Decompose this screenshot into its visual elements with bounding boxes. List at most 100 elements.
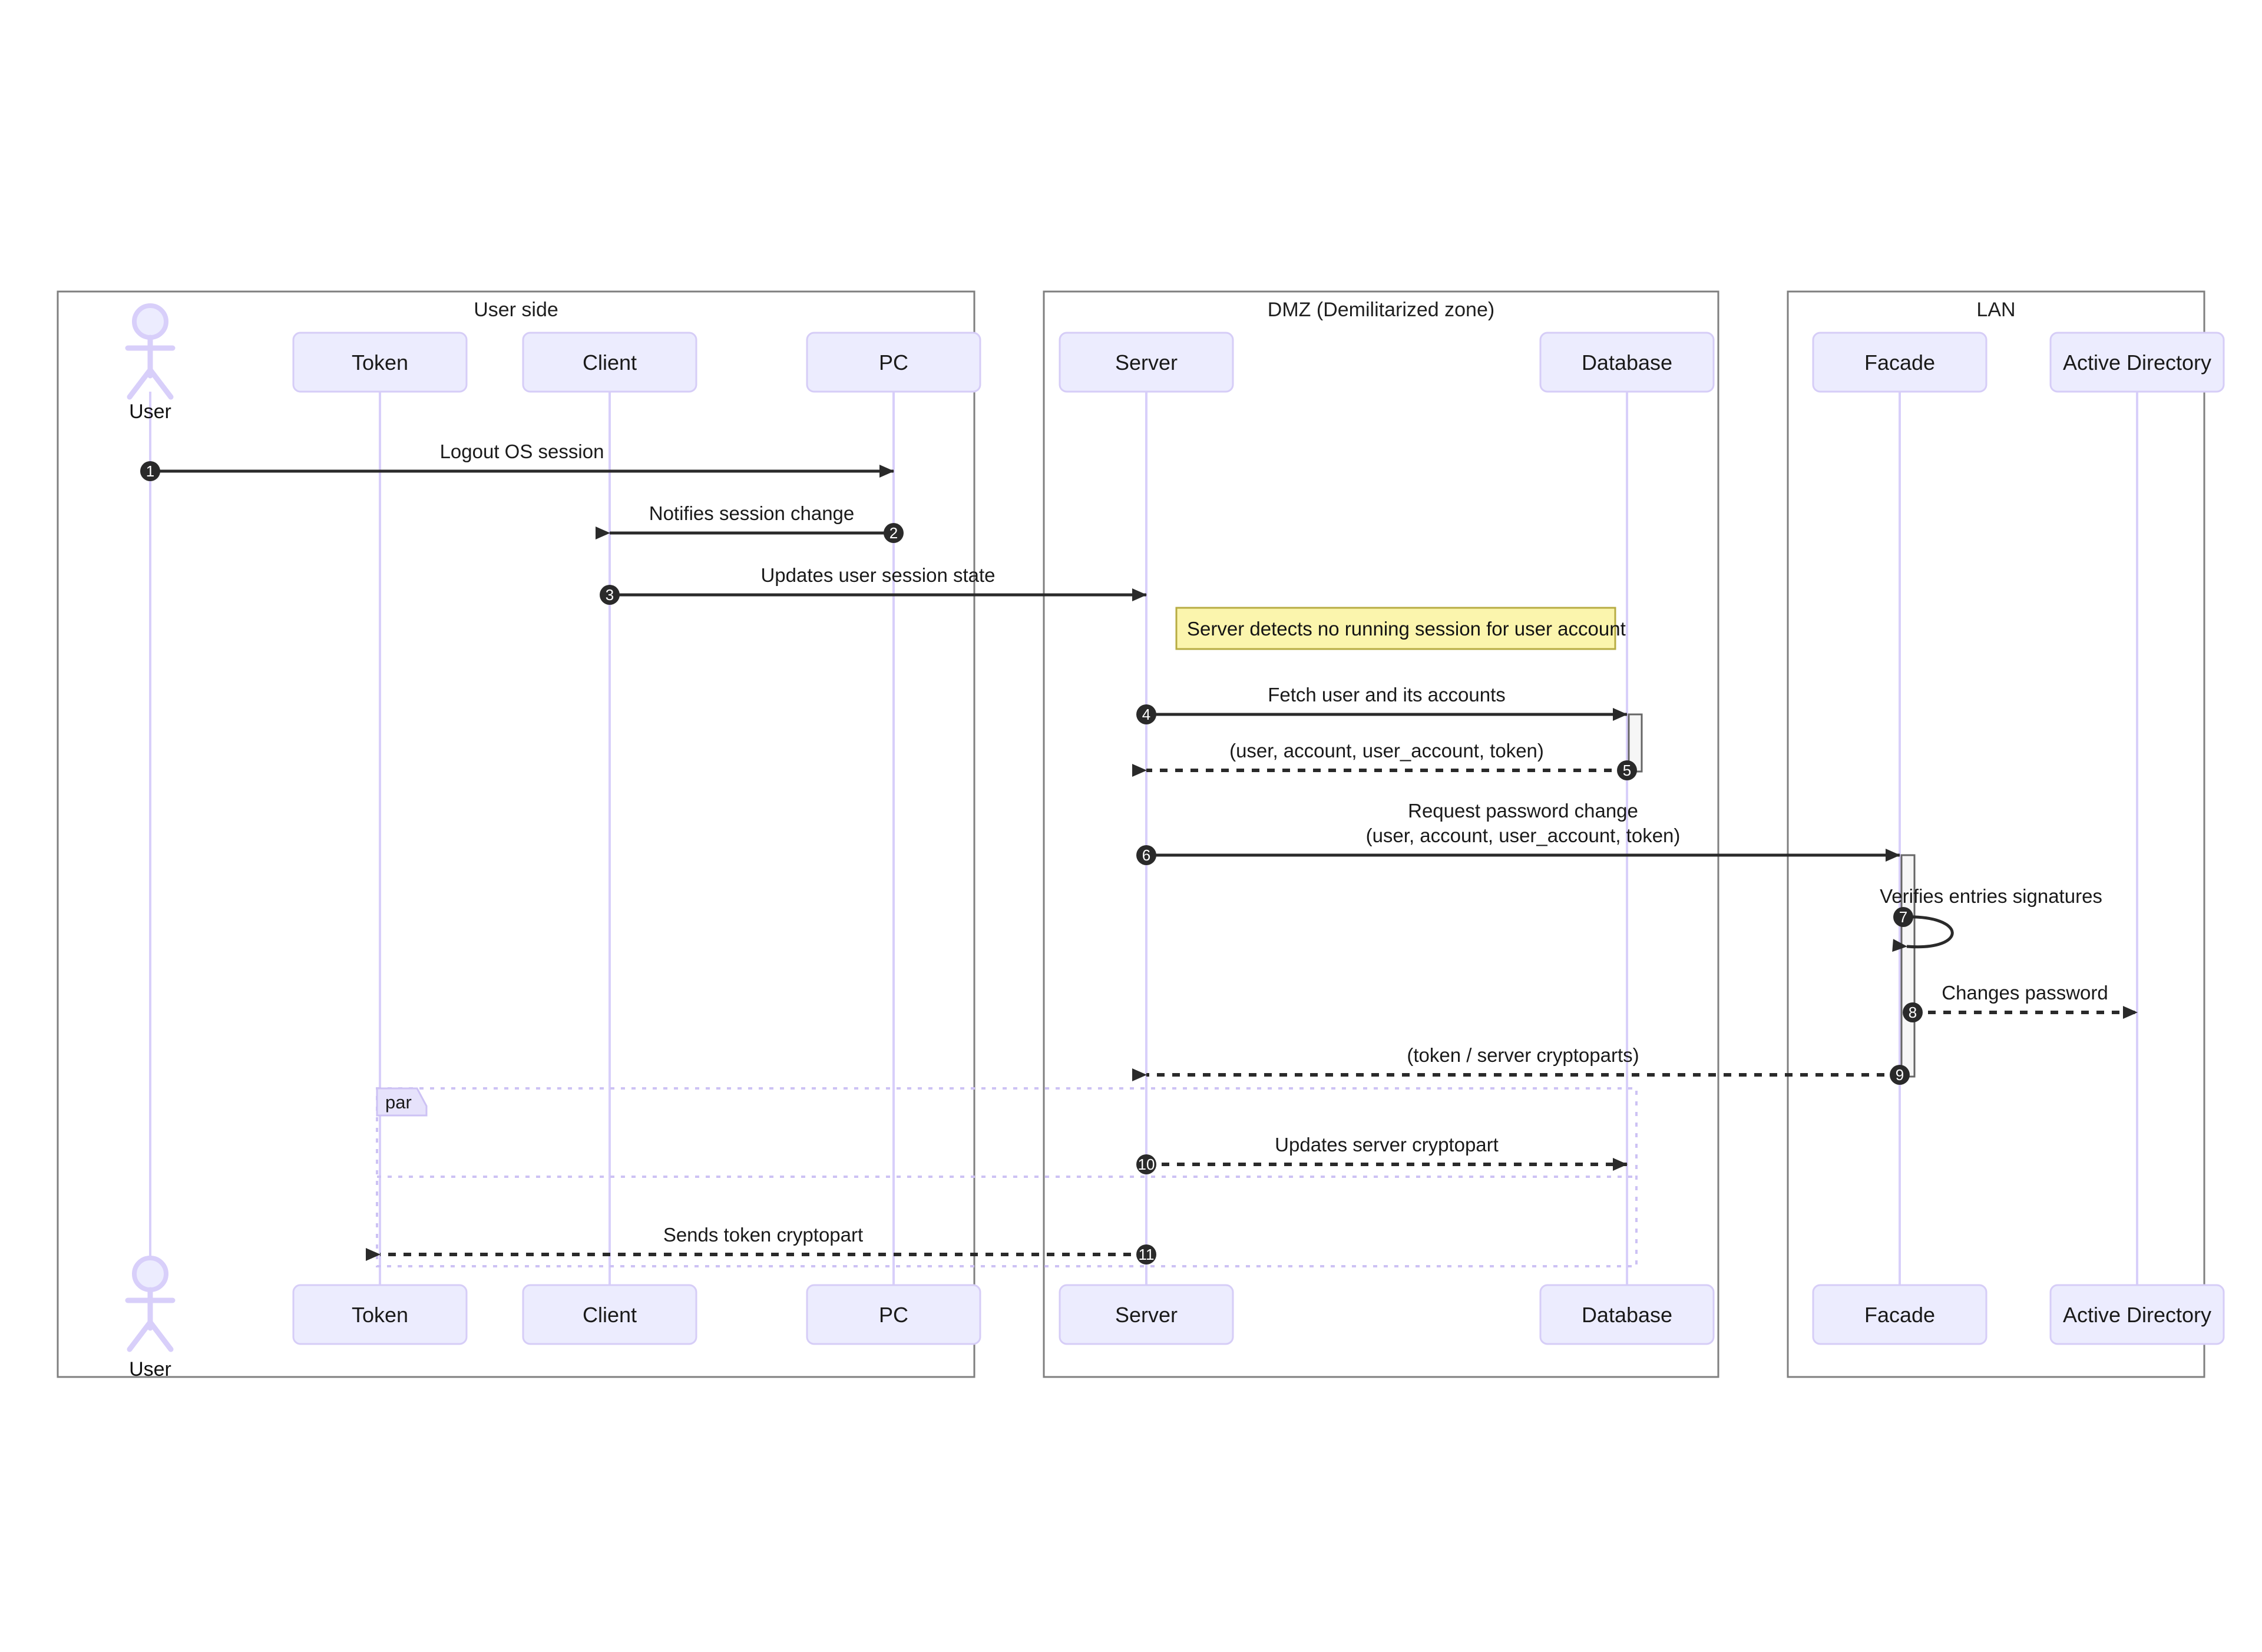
sequence-number: 9	[1896, 1066, 1904, 1084]
participant-label: User	[129, 400, 171, 423]
participant-label: Facade	[1864, 1303, 1935, 1327]
participant-box[interactable]	[522, 332, 697, 393]
group-boxes: User side DMZ (Demilitarized zone) LAN	[57, 290, 2205, 1378]
sequence-badge	[1893, 907, 1913, 927]
notes: Server detects no running session for us…	[1175, 607, 1626, 650]
sequence-number: 2	[889, 524, 898, 542]
participant-box[interactable]	[1812, 1284, 1987, 1345]
participant-server[interactable]: Server	[1059, 1284, 1234, 1345]
sequence-badge	[1903, 1002, 1923, 1022]
participant-pc[interactable]: PC	[806, 1284, 981, 1345]
participant-label: Active Directory	[2063, 350, 2211, 375]
participant-pc[interactable]: PC	[806, 332, 981, 393]
participant-server[interactable]: Server	[1059, 332, 1234, 393]
message-2: Notifies session change 2	[596, 502, 904, 543]
sequence-number: 1	[146, 462, 154, 480]
participant-box[interactable]	[1539, 1284, 1715, 1345]
participant-token[interactable]: Token	[292, 332, 468, 393]
sequence-number: 7	[1899, 908, 1907, 926]
actor-head-icon	[132, 1256, 168, 1292]
sequence-number: 5	[1623, 762, 1631, 779]
note-text: Server detects no running session for us…	[1187, 618, 1626, 640]
participant-facade[interactable]: Facade	[1812, 332, 1987, 393]
participant-label: Database	[1582, 350, 1672, 375]
participant-label: Database	[1582, 1303, 1672, 1327]
participant-box[interactable]	[1059, 1284, 1234, 1345]
sequence-badge	[1136, 1244, 1156, 1264]
sequence-number: 3	[606, 586, 614, 604]
sequence-badge	[1136, 1154, 1156, 1174]
message-label: Request password change	[1408, 800, 1638, 822]
fragment-label: par	[385, 1092, 412, 1113]
sequence-number: 6	[1142, 846, 1150, 864]
group-dmz: DMZ (Demilitarized zone)	[1043, 290, 1719, 1378]
participant-activedirectory[interactable]: Active Directory	[2049, 332, 2225, 393]
group-title: LAN	[1976, 299, 2015, 321]
participant-client[interactable]: Client	[522, 332, 697, 393]
participant-box[interactable]	[1539, 332, 1715, 393]
participant-database[interactable]: Database	[1539, 332, 1715, 393]
message-label: Verifies entries signatures	[1880, 885, 2102, 907]
participant-box[interactable]	[806, 332, 981, 393]
group-lan: LAN	[1787, 290, 2205, 1378]
group-title: User side	[474, 299, 558, 321]
message-arrow	[1892, 915, 1954, 952]
message-label: Notifies session change	[649, 502, 855, 524]
group-title: DMZ (Demilitarized zone)	[1268, 299, 1494, 321]
participant-label: Token	[352, 350, 408, 375]
group-user-side: User side	[57, 290, 975, 1378]
message-9: (token / server cryptoparts)9	[1132, 1044, 1910, 1085]
participant-activedirectory[interactable]: Active Directory	[2049, 1284, 2225, 1345]
sequence-badge	[1136, 704, 1156, 724]
sequence-badge	[140, 461, 160, 481]
participant-database[interactable]: Database	[1539, 1284, 1715, 1345]
participant-facade[interactable]: Facade	[1812, 1284, 1987, 1345]
participant-client[interactable]: Client	[522, 1284, 697, 1345]
sequence-badge	[1890, 1065, 1910, 1085]
participant-label: Server	[1115, 350, 1178, 375]
participant-label: PC	[879, 350, 908, 375]
note-box	[1175, 607, 1616, 650]
sequence-badge	[1617, 760, 1637, 780]
sequence-number: 4	[1142, 706, 1150, 723]
participant-box[interactable]	[806, 1284, 981, 1345]
note-no-session: Server detects no running session for us…	[1175, 607, 1626, 650]
participant-box[interactable]	[2049, 1284, 2225, 1345]
sequence-number: 11	[1139, 1246, 1155, 1263]
participant-label: Client	[583, 1303, 637, 1327]
participant-user[interactable]: User	[125, 303, 176, 423]
participant-label: Client	[583, 350, 637, 375]
sequence-badge	[884, 523, 904, 543]
combined-fragments: par	[376, 1087, 1638, 1267]
lifelines	[149, 392, 2138, 1285]
sequence-number: 10	[1138, 1156, 1155, 1173]
fragment-par-fragment: par	[376, 1087, 1638, 1267]
participant-boxes: UserUserTokenTokenClientClientPCPCServer…	[125, 303, 2225, 1380]
participant-box[interactable]	[1812, 332, 1987, 393]
message-label: Changes password	[1942, 982, 2108, 1004]
participant-box[interactable]	[1059, 332, 1234, 393]
participant-label: Server	[1115, 1303, 1178, 1327]
participant-box[interactable]	[522, 1284, 697, 1345]
participant-user[interactable]: User	[125, 1256, 176, 1380]
participant-label: Token	[352, 1303, 408, 1327]
participant-label: User	[129, 1358, 171, 1380]
participant-label: PC	[879, 1303, 908, 1327]
participant-box[interactable]	[292, 1284, 468, 1345]
participant-label: Facade	[1864, 350, 1935, 375]
message-5: (user, account, user_account, token) 5	[1132, 740, 1637, 780]
participant-box[interactable]	[2049, 332, 2225, 393]
message-label: (user, account, user_account, token)	[1229, 740, 1544, 762]
participant-box[interactable]	[292, 332, 468, 393]
participant-token[interactable]: Token	[292, 1284, 468, 1345]
actor-head-icon	[132, 303, 168, 340]
message-label: (user, account, user_account, token)	[1366, 825, 1681, 846]
message-label: Updates server cryptopart	[1275, 1134, 1499, 1156]
